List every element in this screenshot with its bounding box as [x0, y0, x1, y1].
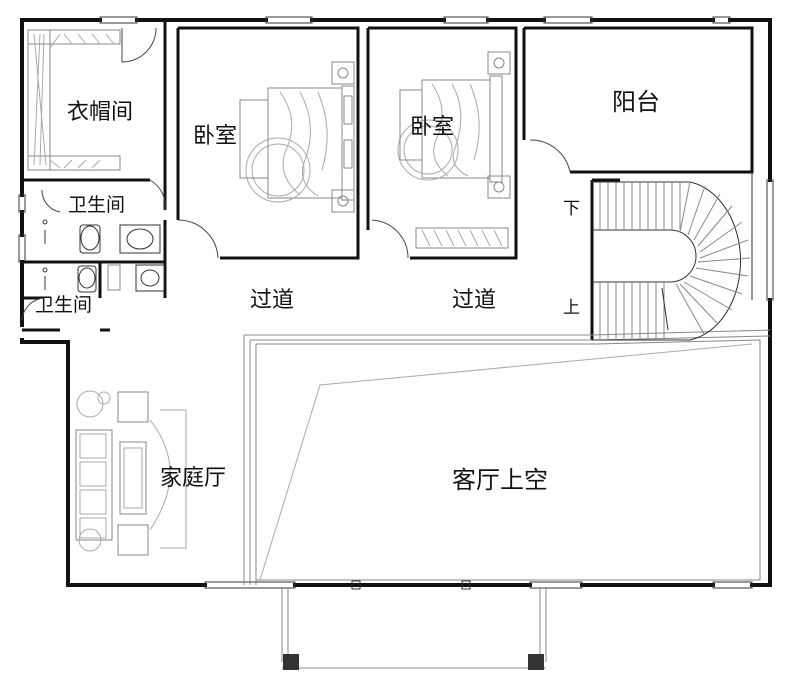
- bed-mid: [397, 51, 511, 249]
- room-label-corridor-left: 过道: [250, 288, 295, 313]
- room-label-bedroom-mid: 卧室: [410, 115, 455, 140]
- room-label-living-void: 客厅上空: [452, 466, 548, 494]
- stair-label-up: 上: [563, 298, 580, 318]
- bed-left: [239, 61, 355, 213]
- spiral-stair: [592, 181, 751, 341]
- room-label-bathroom-lower: 卫生间: [35, 294, 93, 316]
- column-left: [283, 654, 299, 670]
- void-opening: [243, 329, 771, 585]
- room-label-bedroom-left: 卧室: [193, 124, 238, 149]
- doors: [21, 27, 571, 321]
- stair-label-down: 下: [563, 199, 580, 219]
- room-label-corridor-right: 过道: [452, 288, 497, 313]
- sofa-set: [75, 390, 187, 556]
- bathroom-fixtures: [42, 219, 165, 293]
- interior-walls: [22, 20, 754, 340]
- column-right: [528, 654, 544, 670]
- room-label-balcony: 阳台: [612, 88, 660, 116]
- room-label-family-hall: 家庭厅: [160, 466, 227, 491]
- wardrobe: [27, 29, 121, 171]
- room-label-bathroom-upper: 卫生间: [68, 194, 126, 216]
- entrance-canopy: [281, 588, 547, 670]
- room-label-cloakroom: 衣帽间: [67, 100, 134, 125]
